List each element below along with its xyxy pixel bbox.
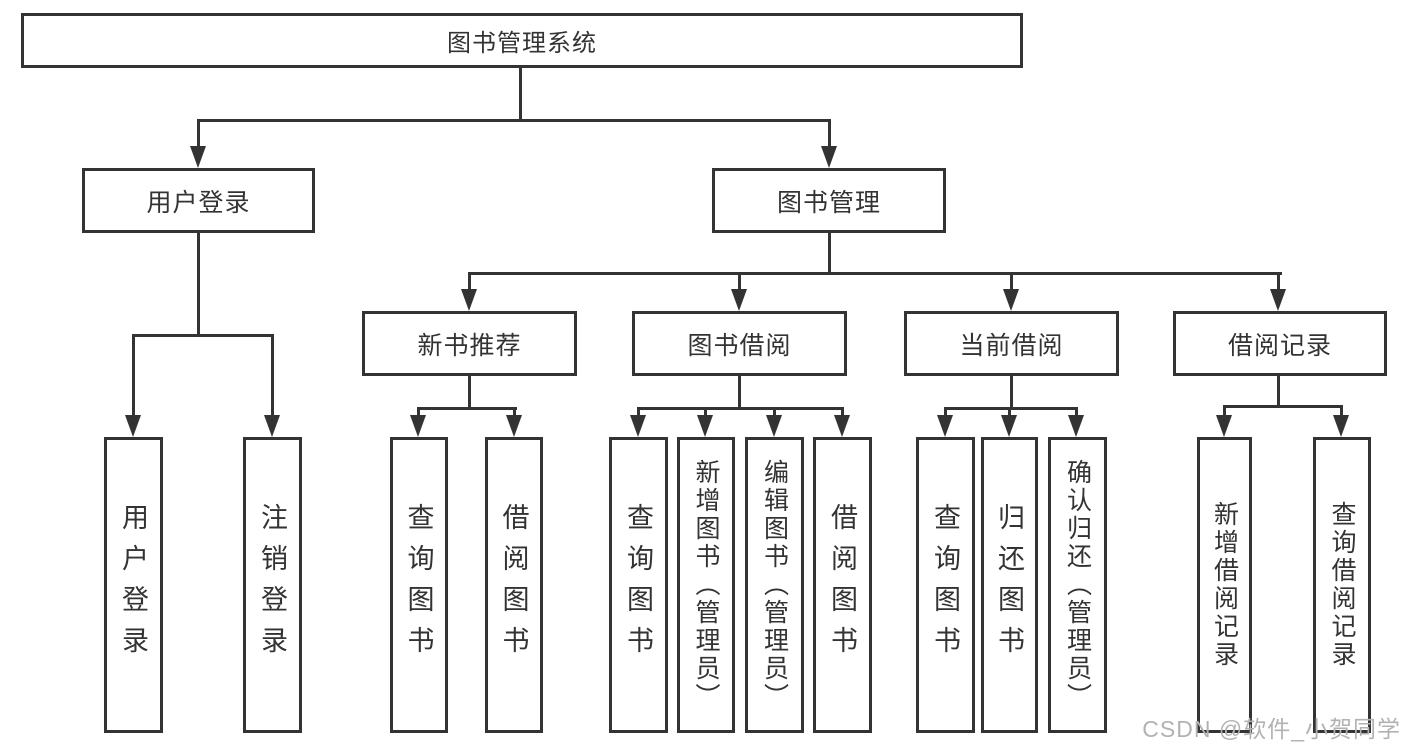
node-current-borrow: 当前借阅 xyxy=(904,311,1119,376)
node-borrow-books-2: 借阅图书 xyxy=(813,437,872,733)
connector-line xyxy=(738,374,741,409)
node-query-books-3: 查询图书 xyxy=(916,437,975,733)
node-label: 新增图书（管理员） xyxy=(692,459,720,711)
node-label: 查询图书 xyxy=(403,503,434,667)
node-label: 新书推荐 xyxy=(417,331,522,360)
node-label: 当前借阅 xyxy=(959,331,1064,360)
node-book-borrow: 图书借阅 xyxy=(632,311,847,376)
connector-line xyxy=(637,407,844,410)
node-label: 查询图书 xyxy=(930,503,960,667)
node-add-books-admin: 新增图书（管理员） xyxy=(677,437,735,733)
node-label: 归还图书 xyxy=(994,503,1024,667)
arrow-down-icon xyxy=(1003,289,1019,311)
arrow-down-icon xyxy=(1001,415,1017,437)
node-label: 借阅记录 xyxy=(1227,331,1332,360)
arrow-down-icon xyxy=(1216,415,1232,437)
arrow-down-icon xyxy=(264,415,280,437)
connector-line xyxy=(468,272,471,290)
node-book-management: 图书管理 xyxy=(712,168,946,233)
connector-line xyxy=(468,272,1282,275)
node-label: 查询图书 xyxy=(623,503,653,667)
node-query-books-1: 查询图书 xyxy=(390,437,448,733)
connector-line xyxy=(417,407,517,410)
connector-line xyxy=(944,407,947,416)
connector-line xyxy=(1277,374,1280,407)
connector-line xyxy=(1277,272,1280,290)
node-query-books-2: 查询图书 xyxy=(609,437,668,733)
node-return-books: 归还图书 xyxy=(981,437,1038,733)
node-label: 查询借阅记录 xyxy=(1328,501,1356,669)
node-label: 编辑图书（管理员） xyxy=(760,459,789,711)
connector-line xyxy=(513,407,516,416)
node-new-book-recommend: 新书推荐 xyxy=(362,311,577,376)
connector-line xyxy=(1223,405,1226,416)
node-library-system: 图书管理系统 xyxy=(21,13,1023,68)
connector-line xyxy=(1223,405,1343,408)
node-label: 借阅图书 xyxy=(827,503,857,667)
connector-line xyxy=(132,334,274,337)
node-edit-books-admin: 编辑图书（管理员） xyxy=(745,437,804,733)
node-label: 注销登录 xyxy=(257,503,287,667)
connector-line xyxy=(828,119,831,149)
connector-line xyxy=(841,407,844,416)
arrow-down-icon xyxy=(630,415,646,437)
connector-line xyxy=(773,407,776,416)
node-label: 图书管理系统 xyxy=(447,30,597,57)
node-borrow-books-1: 借阅图书 xyxy=(485,437,543,733)
connector-line xyxy=(132,334,135,416)
connector-line xyxy=(828,231,831,274)
arrow-down-icon xyxy=(731,289,747,311)
arrow-down-icon xyxy=(190,146,206,168)
node-label: 借阅图书 xyxy=(498,503,529,667)
node-user-login: 用户登录 xyxy=(82,168,315,233)
arrow-down-icon xyxy=(506,415,522,437)
connector-line xyxy=(468,374,471,409)
arrow-down-icon xyxy=(821,146,837,168)
arrow-down-icon xyxy=(937,415,953,437)
node-logout: 注销登录 xyxy=(243,437,302,733)
arrow-down-icon xyxy=(1333,415,1349,437)
connector-line xyxy=(519,66,522,120)
connector-line xyxy=(197,231,200,336)
connector-line xyxy=(1010,374,1013,409)
node-add-borrow-record: 新增借阅记录 xyxy=(1197,437,1252,733)
connector-line xyxy=(1075,407,1078,416)
connector-line xyxy=(944,407,1078,410)
arrow-down-icon xyxy=(1270,289,1286,311)
node-label: 图书借阅 xyxy=(687,331,792,360)
arrow-down-icon xyxy=(1068,415,1084,437)
arrow-down-icon xyxy=(697,415,713,437)
connector-line xyxy=(1010,272,1013,290)
node-label: 确认归还（管理员） xyxy=(1063,459,1092,711)
node-label: 新增借阅记录 xyxy=(1210,501,1239,669)
node-confirm-return-admin: 确认归还（管理员） xyxy=(1048,437,1107,733)
node-query-borrow-record: 查询借阅记录 xyxy=(1313,437,1371,733)
arrow-down-icon xyxy=(125,415,141,437)
node-borrow-record: 借阅记录 xyxy=(1173,311,1387,376)
connector-line xyxy=(197,119,831,122)
arrow-down-icon xyxy=(461,289,477,311)
node-label: 用户登录 xyxy=(146,188,251,217)
connector-line xyxy=(197,119,200,149)
arrow-down-icon xyxy=(834,415,850,437)
connector-line xyxy=(417,407,420,416)
node-user-login-leaf: 用户登录 xyxy=(104,437,163,733)
connector-line xyxy=(704,407,707,416)
connector-line xyxy=(1008,407,1011,416)
connector-line xyxy=(738,272,741,290)
node-label: 图书管理 xyxy=(776,188,881,217)
connector-line xyxy=(637,407,640,416)
connector-line xyxy=(271,334,274,416)
csdn-watermark: CSDN @软件_小贺同学 xyxy=(1142,716,1401,742)
arrow-down-icon xyxy=(410,415,426,437)
arrow-down-icon xyxy=(766,415,782,437)
connector-line xyxy=(1340,405,1343,416)
node-label: 用户登录 xyxy=(118,503,148,667)
